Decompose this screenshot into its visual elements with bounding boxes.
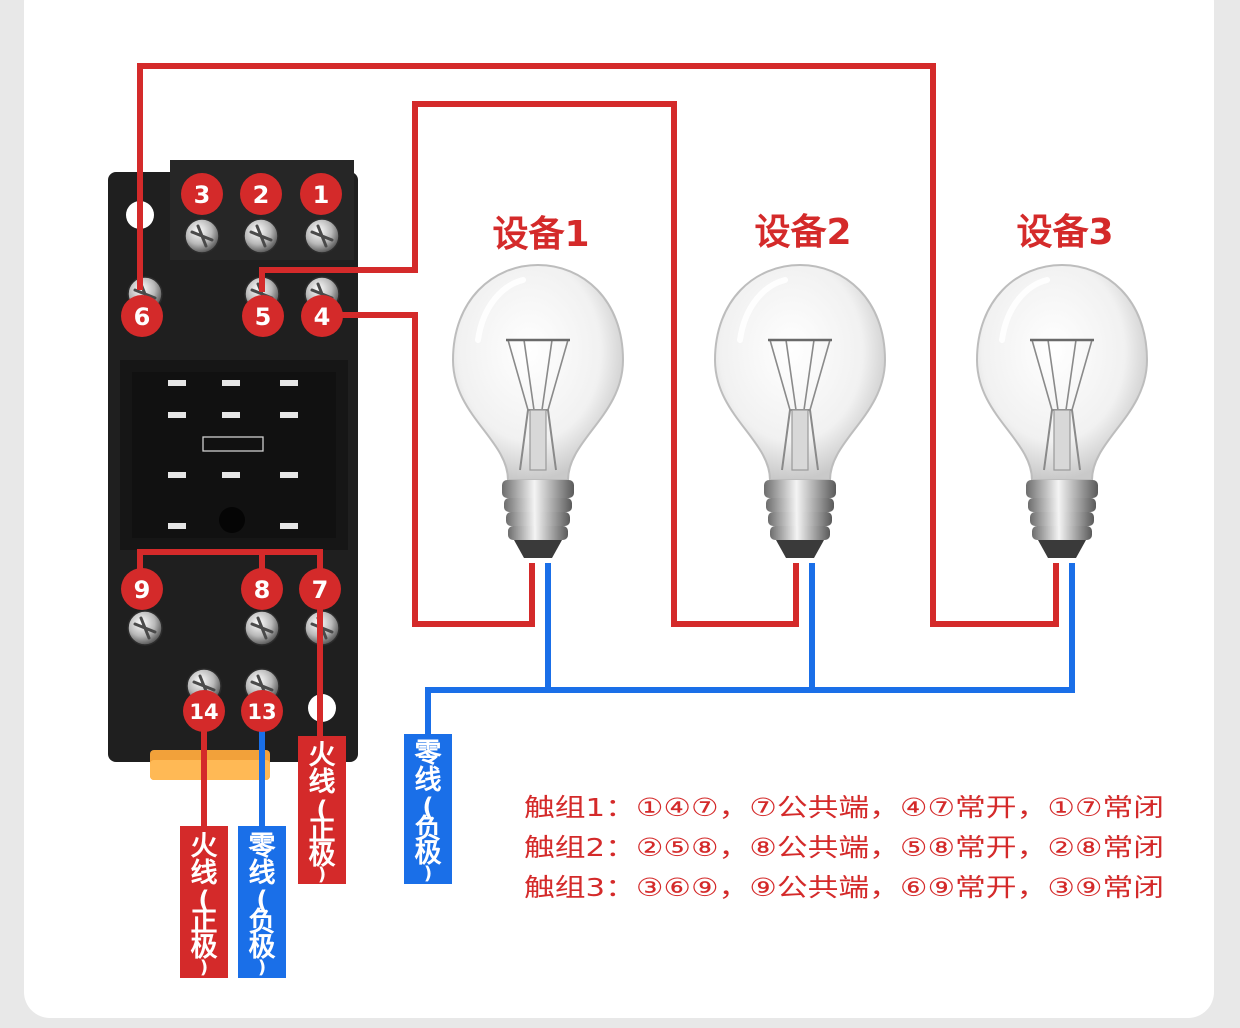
live-wires	[137, 63, 1059, 826]
svg-text:负: 负	[249, 907, 276, 938]
terminal-7: 7	[299, 568, 341, 610]
svg-text:): )	[318, 864, 326, 885]
svg-text:零: 零	[414, 738, 443, 769]
svg-text:线: 线	[191, 858, 218, 889]
terminal-5: 5	[242, 295, 284, 337]
light-bulb-icon	[977, 265, 1147, 558]
terminal-2: 2	[240, 173, 282, 215]
svg-text:正: 正	[191, 907, 218, 938]
neutral-wires	[259, 563, 1075, 832]
terminal-1: 1	[300, 173, 342, 215]
neutral-label-lamps: 零 线 ( 负 极 )	[404, 734, 452, 884]
terminal-9: 9	[121, 568, 163, 610]
svg-text:极: 极	[415, 838, 442, 869]
svg-text:线: 线	[415, 765, 442, 796]
live-label-terminal-14: 火 线 ( 正 极 )	[180, 826, 228, 978]
svg-text:7: 7	[312, 576, 329, 604]
svg-text:负: 负	[415, 814, 442, 845]
svg-text:零: 零	[248, 831, 277, 862]
terminal-6: 6	[121, 295, 163, 337]
svg-text:1: 1	[313, 181, 330, 209]
svg-text:): )	[424, 863, 432, 884]
svg-text:6: 6	[134, 303, 151, 331]
contact-group-2-note: 触组2：②⑤⑧，⑧公共端，⑤⑧常开，②⑧常闭	[524, 833, 1164, 862]
svg-text:2: 2	[253, 181, 270, 209]
svg-text:极: 极	[191, 932, 218, 963]
svg-text:): )	[200, 957, 208, 978]
svg-text:14: 14	[189, 700, 218, 724]
svg-text:(: (	[199, 886, 210, 914]
light-bulb-icon	[715, 265, 885, 558]
svg-text:9: 9	[134, 576, 151, 604]
light-bulb-icon	[453, 265, 623, 558]
device-3-label: 设备3	[1016, 212, 1113, 253]
terminal-4: 4	[301, 295, 343, 337]
terminal-8: 8	[241, 568, 283, 610]
svg-text:极: 极	[309, 840, 336, 871]
svg-text:(: (	[257, 886, 268, 914]
terminal-3: 3	[181, 173, 223, 215]
svg-text:8: 8	[254, 576, 271, 604]
device-2-label: 设备2	[754, 212, 851, 253]
svg-text:(: (	[317, 796, 328, 824]
svg-text:(: (	[423, 793, 434, 821]
svg-text:): )	[258, 957, 266, 978]
svg-text:4: 4	[314, 303, 331, 331]
svg-text:线: 线	[249, 858, 276, 889]
device-1-label: 设备1	[492, 214, 589, 255]
svg-text:线: 线	[309, 767, 336, 798]
contact-group-1-note: 触组1：①④⑦，⑦公共端，④⑦常开，①⑦常闭	[524, 793, 1164, 822]
live-label-terminal-7: 火 线 ( 正 极 )	[298, 736, 346, 885]
svg-text:13: 13	[247, 700, 276, 724]
svg-text:3: 3	[194, 181, 211, 209]
terminal-14: 14	[183, 690, 225, 732]
contact-group-3-note: 触组3：③⑥⑨，⑨公共端，⑥⑨常开，③⑨常闭	[524, 873, 1164, 902]
svg-text:火: 火	[309, 740, 336, 771]
svg-text:正: 正	[309, 816, 336, 847]
svg-text:极: 极	[249, 932, 276, 963]
svg-text:火: 火	[191, 831, 218, 862]
neutral-label-terminal-13: 零 线 ( 负 极 )	[238, 826, 286, 978]
terminal-13: 13	[241, 690, 283, 732]
svg-text:5: 5	[255, 303, 272, 331]
